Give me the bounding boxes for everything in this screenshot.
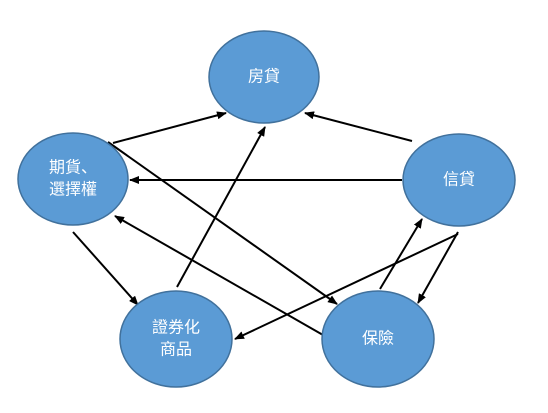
node-futures-label-line-2: 選擇權 (49, 181, 97, 199)
node-futures-label-line-1: 期貨、 (49, 159, 97, 177)
node-insurance: 保險 (321, 290, 435, 388)
node-insurance-shape (321, 290, 435, 388)
edge-securitized-to-mortgage (176, 126, 266, 288)
node-credit-shape (402, 133, 516, 227)
node-mortgage-shape (208, 30, 320, 124)
edge-futures-to-insurance (107, 141, 338, 305)
node-mortgage: 房貸 (208, 30, 320, 124)
node-credit: 信貸 (402, 133, 516, 227)
node-futures: 期貨、選擇權 (17, 132, 129, 226)
node-securitized-label-line-2: 商品 (160, 341, 192, 359)
node-insurance-label-line-1: 保險 (362, 330, 394, 348)
node-mortgage-label-line-1: 房貸 (248, 68, 280, 86)
edge-credit-to-mortgage (304, 111, 413, 142)
node-credit-label-line-1: 信貸 (443, 171, 475, 189)
edges-layer (72, 111, 459, 340)
edge-credit-to-securitized (234, 233, 459, 340)
edge-insurance-to-credit (379, 218, 423, 290)
node-futures-shape (17, 132, 129, 226)
edge-futures-to-securitized (72, 231, 139, 306)
edge-credit-to-insurance (417, 231, 459, 304)
edge-futures-to-mortgage (112, 111, 227, 144)
edge-insurance-to-futures (114, 215, 324, 336)
node-securitized-label-line-1: 證券化 (152, 319, 200, 337)
node-securitized-shape (119, 290, 233, 388)
